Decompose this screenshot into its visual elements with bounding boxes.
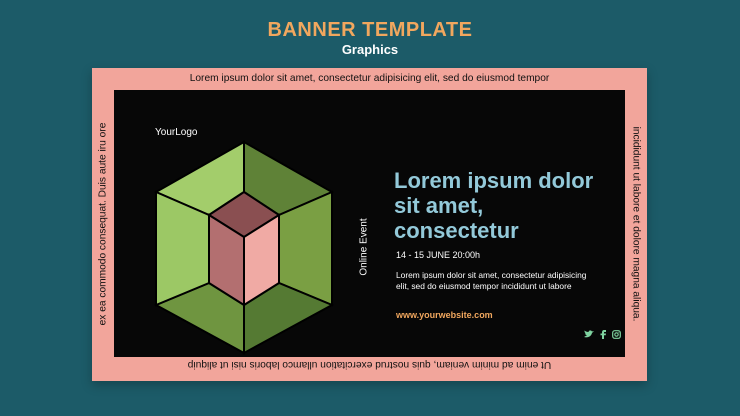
border-text-left: ex ea commodo consequat. Duis aute iru o… — [97, 122, 109, 326]
hexagon-cube-graphic — [154, 140, 334, 355]
page-subtitle: Graphics — [341, 42, 399, 57]
inner-cube-right — [243, 213, 280, 307]
border-text-top: Lorem ipsum dolor sit amet, consectetur … — [189, 73, 550, 84]
event-dates: 14 - 15 JUNE 20:00h — [396, 250, 481, 260]
logo-text: YourLogo — [155, 127, 198, 138]
border-text-bottom: Ut enim ad minim veniam, quis nostrud ex… — [187, 359, 552, 370]
instagram-icon[interactable] — [612, 330, 621, 342]
twitter-icon[interactable] — [584, 330, 594, 342]
banner-panel: YourLogo Online Event Lorem ipsum dolor … — [114, 90, 625, 357]
banner-frame: Lorem ipsum dolor sit amet, consectetur … — [92, 68, 647, 381]
social-icons — [584, 330, 621, 342]
border-text-right: incididunt ut labore et dolore magna ali… — [630, 126, 642, 322]
page-title: BANNER TEMPLATE — [267, 19, 473, 41]
website-link[interactable]: www.yourwebsite.com — [396, 310, 493, 320]
event-description: Lorem ipsum dolor sit amet, consectetur … — [396, 270, 587, 291]
facebook-icon[interactable] — [600, 330, 606, 342]
headline: Lorem ipsum dolor sit amet, consectetur — [394, 168, 594, 243]
online-event-label: Online Event — [358, 218, 370, 276]
